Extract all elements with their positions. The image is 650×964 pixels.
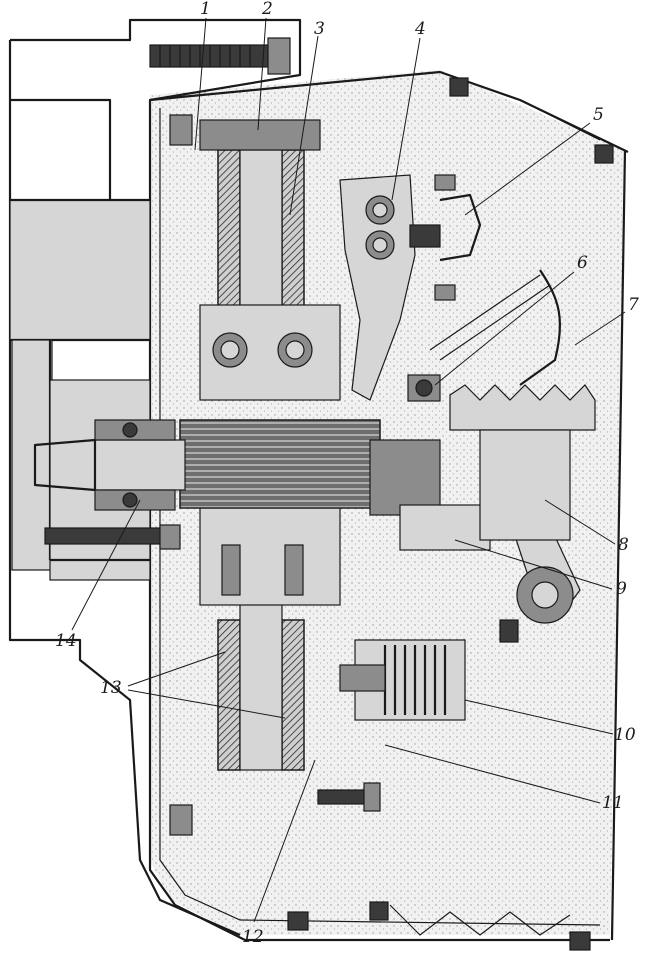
callout-8: 8	[618, 535, 629, 555]
callout-12: 12	[242, 927, 264, 947]
bottom-bolts	[287, 77, 614, 951]
friction-disc-lower	[217, 599, 305, 771]
lower-bolt	[44, 524, 181, 550]
callout-labels: 1 2 3 4 5 6 7 8 9 10 11 12 13 14	[55, 0, 639, 947]
release-bearing	[369, 439, 491, 551]
housing-bolt	[169, 114, 381, 836]
damper-hub-lower	[199, 504, 341, 606]
pivot-ball	[407, 374, 441, 402]
callout-5: 5	[593, 105, 604, 125]
callout-1: 1	[200, 0, 211, 19]
damper-hub-upper	[199, 304, 341, 401]
pressure-springs	[339, 639, 466, 721]
callout-7: 7	[628, 295, 639, 315]
pilot-bearing	[94, 419, 176, 511]
adjusting-screw	[434, 174, 456, 301]
friction-disc-upper	[199, 119, 321, 321]
pull-rod	[429, 269, 562, 386]
callout-14: 14	[55, 631, 77, 651]
leader-lines	[71, 17, 626, 923]
callout-2: 2	[261, 0, 273, 19]
callout-6: 6	[577, 253, 588, 273]
callout-4: 4	[414, 19, 426, 39]
callout-13: 13	[100, 678, 122, 698]
top-bolt	[149, 37, 291, 75]
input-shaft	[33, 419, 381, 509]
callout-11: 11	[602, 793, 624, 813]
callout-10: 10	[614, 725, 636, 745]
callout-9: 9	[616, 579, 627, 599]
callout-3: 3	[314, 19, 325, 39]
lever-mechanism	[339, 174, 482, 401]
rubber-boot	[449, 384, 596, 541]
